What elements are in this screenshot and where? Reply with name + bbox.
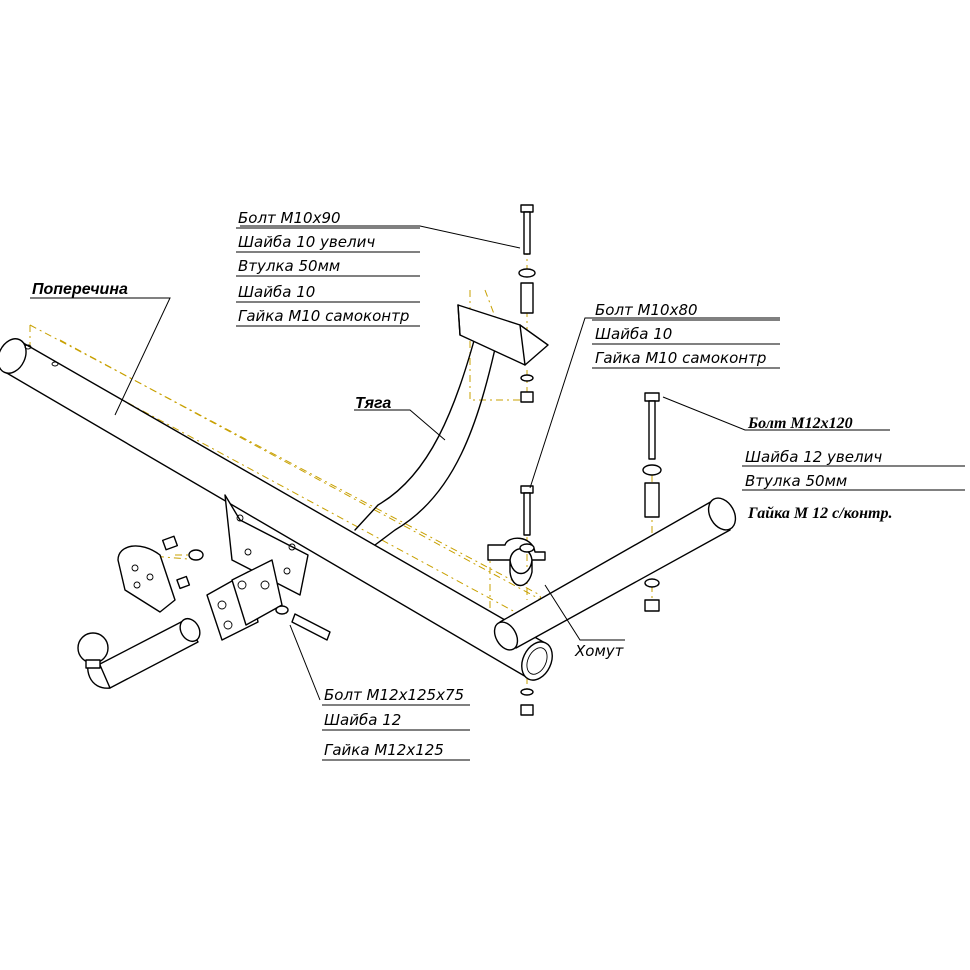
side-plate — [117, 545, 176, 613]
label-right-4: Гайка М 12 с/контр. — [747, 505, 892, 522]
label-crossbar: Поперечина — [32, 281, 128, 298]
label-mid-2: Шайба 10 — [595, 325, 672, 343]
label-top-2: Шайба 10 увелич — [238, 233, 375, 251]
label-underlines — [236, 227, 965, 761]
mount-bracket — [224, 494, 309, 596]
text-labels: Поперечина Тяга Хомут Болт М10х90 Шайба … — [32, 209, 892, 759]
label-bottom-2: Шайба 12 — [324, 711, 401, 729]
label-top-4: Шайба 10 — [238, 283, 315, 301]
right-tube — [493, 497, 737, 651]
label-bottom-1: Болт М12х125х75 — [324, 686, 464, 704]
crossbar-tube — [0, 338, 553, 681]
leader-lines — [30, 225, 890, 701]
label-right-3: Втулка 50мм — [745, 472, 847, 490]
label-top-3: Втулка 50мм — [238, 257, 340, 275]
label-top-1: Болт М10х90 — [238, 209, 341, 227]
label-mid-3: Гайка М10 самоконтр — [595, 349, 766, 367]
label-top-5: Гайка М10 самоконтр — [238, 307, 409, 325]
hardware-top — [518, 204, 536, 403]
label-right-1: Болт М12х120 — [747, 415, 853, 432]
label-clamp: Хомут — [574, 642, 625, 660]
label-mid-1: Болт М10х80 — [595, 301, 698, 319]
rod — [354, 304, 549, 546]
clamp — [487, 537, 546, 587]
label-bottom-3: Гайка М12х125 — [324, 741, 444, 759]
hardware-middle — [519, 485, 535, 716]
label-right-2: Шайба 12 увелич — [745, 448, 882, 466]
small-fasteners — [161, 535, 331, 641]
hardware-right — [642, 392, 662, 612]
bracket-pair — [206, 559, 283, 641]
ball-mount-tube — [77, 617, 201, 689]
label-rod: Тяга — [355, 395, 391, 412]
